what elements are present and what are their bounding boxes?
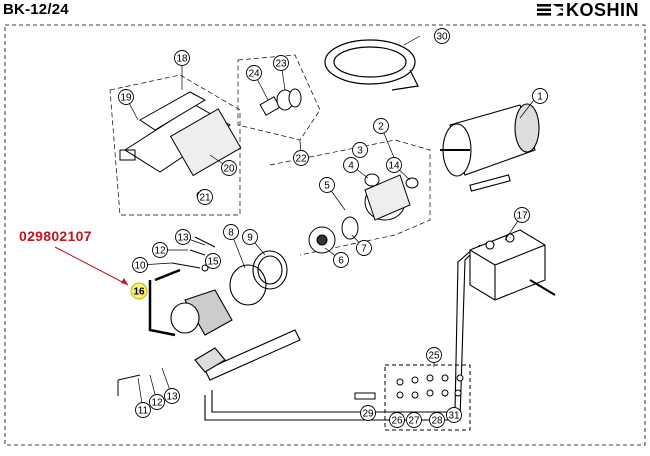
- pump-body-drawing: [148, 268, 233, 337]
- callout-label-3: 3: [357, 146, 363, 157]
- callout-circle-30: [434, 28, 450, 44]
- callout-circle-11: [135, 402, 151, 418]
- callout-label-10: 10: [134, 261, 146, 272]
- callout-label-11: 11: [138, 406, 149, 417]
- callout-label-26: 26: [391, 416, 403, 427]
- callout-label-4: 4: [348, 161, 354, 172]
- callout-circle-4: [343, 157, 359, 173]
- stripes-logo-icon: [537, 3, 563, 19]
- callout-label-28: 28: [431, 416, 443, 427]
- callout-circle-12: [149, 394, 165, 410]
- callout-label-20: 20: [223, 164, 235, 175]
- diagram-frame: [4, 24, 646, 446]
- screw-set-drawing: [354, 364, 471, 431]
- callout-label-2: 2: [378, 122, 384, 133]
- callout-label-31: 31: [448, 411, 460, 422]
- pump-housing-drawing: [308, 173, 419, 254]
- callout-label-1: 1: [537, 92, 543, 103]
- callout-circle-10: [132, 257, 148, 273]
- callout-label-13: 13: [177, 233, 189, 244]
- callout-label-9: 9: [247, 233, 253, 244]
- callout-circle-3: [352, 142, 368, 158]
- group-18-outline: [109, 74, 241, 216]
- group-2-outline: [269, 139, 431, 256]
- callout-label-18: 18: [176, 54, 188, 65]
- callout-label-14: 14: [388, 161, 400, 172]
- bolts-drawing: [117, 236, 216, 396]
- control-board-drawing: [119, 91, 242, 199]
- callout-label-27: 27: [408, 416, 420, 427]
- pump-motor-drawing: [440, 103, 540, 192]
- callout-circle-13: [164, 388, 180, 404]
- callout-label-23: 23: [275, 59, 287, 70]
- callout-circle-8: [223, 224, 239, 240]
- callout-circle-6: [333, 252, 349, 268]
- callout-circle-5: [319, 177, 335, 193]
- callout-circle-20: [221, 160, 237, 176]
- callout-circle-25: [426, 347, 442, 363]
- highlighted-part-number: 029802107: [19, 228, 92, 244]
- callout-circle-21: [197, 189, 213, 205]
- callout-circle-7: [356, 240, 372, 256]
- switch-box-drawing: [469, 229, 556, 301]
- gasket-drawing: [229, 250, 288, 306]
- callout-label-29: 29: [362, 409, 374, 420]
- callout-label-12: 12: [151, 398, 163, 409]
- callout-label-13: 13: [166, 392, 178, 403]
- callout-label-25: 25: [428, 351, 440, 362]
- callout-circle-26: [389, 412, 405, 428]
- callout-label-5: 5: [324, 181, 330, 192]
- callout-circle-17: [514, 207, 530, 223]
- callout-label-12: 12: [154, 246, 166, 257]
- hose-fitting-drawing: [259, 88, 302, 116]
- model-title: BK-12/24: [3, 1, 69, 18]
- highlight-badge: [130, 282, 148, 300]
- hose-coil-drawing: [324, 39, 419, 91]
- callout-circle-23: [273, 55, 289, 71]
- callout-circle-29: [360, 405, 376, 421]
- callout-circle-1: [532, 88, 548, 104]
- callout-circle-24: [246, 65, 262, 81]
- callout-label-6: 6: [338, 256, 344, 267]
- callout-circle-13: [175, 229, 191, 245]
- callout-circle-14: [386, 157, 402, 173]
- callout-leaders: [125, 35, 538, 411]
- callout-circle-18: [174, 50, 190, 66]
- part-number-leader: [54, 246, 129, 286]
- callout-label-19: 19: [120, 93, 132, 104]
- callout-label-17: 17: [516, 211, 528, 222]
- callout-label-8: 8: [228, 228, 234, 239]
- callout-label-30: 30: [436, 32, 448, 43]
- callout-label-24: 24: [248, 69, 260, 80]
- heater-pipe-drawing: [194, 244, 481, 421]
- callout-label-15: 15: [207, 257, 219, 268]
- callout-label-22: 22: [295, 154, 307, 165]
- brand-logo: KOSHIN: [537, 0, 649, 21]
- callout-circle-15: [205, 253, 221, 269]
- callout-label-16: 16: [133, 287, 145, 298]
- callout-circle-12: [152, 242, 168, 258]
- callout-circle-9: [242, 229, 258, 245]
- callout-circle-31: [446, 407, 462, 423]
- callout-circle-19: [118, 89, 134, 105]
- callout-label-7: 7: [361, 244, 367, 255]
- group-22-outline: [237, 54, 321, 141]
- callout-circle-22: [293, 150, 309, 166]
- callout-circle-2: [373, 118, 389, 134]
- callout-circle-27: [406, 412, 422, 428]
- callout-label-21: 21: [199, 193, 211, 204]
- brand-name: KOSHIN: [566, 0, 640, 20]
- callout-circle-28: [429, 412, 445, 428]
